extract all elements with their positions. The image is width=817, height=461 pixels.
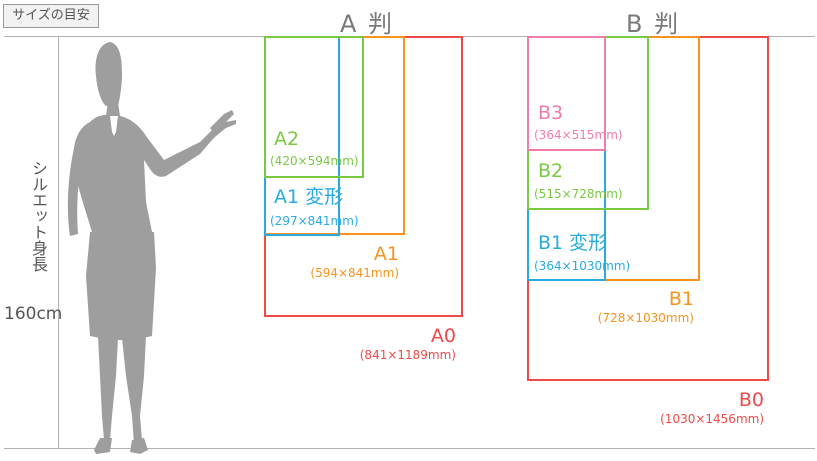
height-scale-line [58,36,59,448]
a1-size-dimensions: (594×841mm) [310,266,399,280]
a1-size-name: A1 [373,243,399,265]
a0-size-dimensions: (841×1189mm) [359,348,456,362]
b0-size-name: B0 [738,389,764,411]
size-guide-badge: サイズの目安 [3,4,99,28]
b1-size-name: B1 [668,288,694,310]
silhouette-height-axis-label: シルエット身長 [29,160,48,272]
a2-size-dimensions: (420×594mm) [270,154,359,168]
a1-variant-size-name: A1 変形 [274,186,344,208]
b2-size-dimensions: (515×728mm) [534,187,623,201]
a2-size-name: A2 [274,128,300,150]
b1-variant-size-name: B1 変形 [538,232,608,254]
b2-size-name: B2 [538,160,564,182]
a0-size-name: A0 [430,325,456,347]
floor-line [4,448,815,449]
a1-variant-size-dimensions: (297×841mm) [270,214,359,228]
b1-size-dimensions: (728×1030mm) [597,311,694,325]
b0-size-dimensions: (1030×1456mm) [660,412,764,426]
b3-size-box [527,36,606,151]
b3-size-name: B3 [538,102,564,124]
silhouette-height-value: 160cm [4,304,63,324]
b1-variant-size-dimensions: (364×1030mm) [534,259,631,273]
woman-silhouette-figure [67,42,236,454]
b-series-title: B 判 [626,10,681,38]
b3-size-dimensions: (364×515mm) [534,128,623,142]
a-series-title: A 判 [340,10,395,38]
a2-size-box [264,36,364,178]
